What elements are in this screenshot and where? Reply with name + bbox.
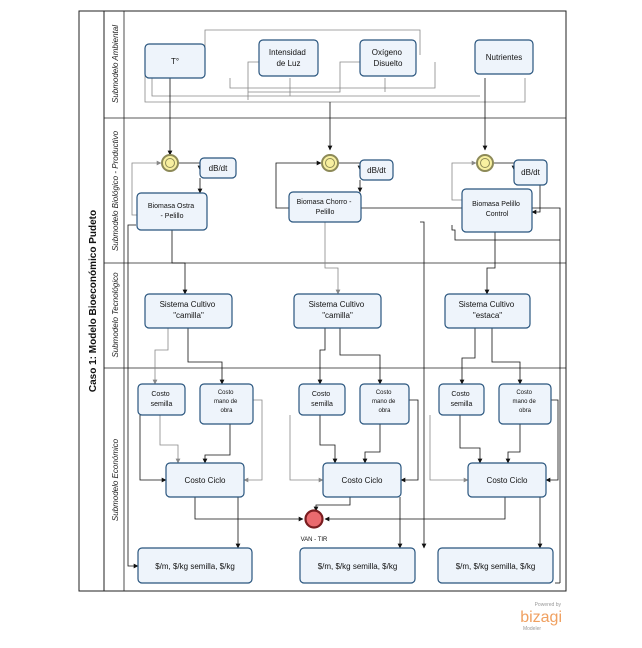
- task-sistema-1-label: Sistema Cultivo "camilla": [160, 300, 218, 320]
- task-dbdt-2-label: dB/dt: [367, 166, 386, 175]
- task-dbdt-2[interactable]: dB/dt: [359, 159, 394, 181]
- lane-biologico: Submodelo Biológico - Productivo: [111, 130, 120, 251]
- lane-ambiental: Submodelo Ambiental: [111, 25, 120, 103]
- task-salida-3[interactable]: $/m, $/kg semilla, $/kg: [437, 547, 554, 584]
- task-oxigeno-disuelto-label: Oxígeno Disuelto: [372, 48, 404, 68]
- connectors: [127, 29, 561, 584]
- task-salida-3-label: $/m, $/kg semilla, $/kg: [456, 562, 536, 571]
- task-salida-2[interactable]: $/m, $/kg semilla, $/kg: [299, 547, 416, 584]
- end-event-van-tir[interactable]: VAN - TIR: [301, 509, 328, 544]
- task-salida-1[interactable]: $/m, $/kg semilla, $/kg: [137, 547, 253, 584]
- task-biomasa-choro-pelillo[interactable]: Biomasa Chorro - Pelillo: [288, 191, 362, 223]
- task-costo-semilla-1[interactable]: Costo semilla: [137, 383, 186, 416]
- task-biomasa-ostra-label: Biomasa Ostra - Pelillo: [148, 203, 196, 220]
- task-dbdt-3-label: dB/dt: [521, 168, 540, 177]
- task-oxigeno-disuelto[interactable]: Oxígeno Disuelto: [359, 39, 417, 77]
- task-dbdt-1[interactable]: dB/dt: [199, 157, 237, 179]
- task-dbdt-3[interactable]: dB/dt: [513, 159, 548, 186]
- task-nutrientes-label: Nutrientes: [486, 53, 522, 62]
- task-sistema-2[interactable]: Sistema Cultivo "camilla": [293, 293, 382, 329]
- task-costo-mano-1-label: Costo mano de obra: [214, 390, 239, 414]
- task-sistema-3[interactable]: Sistema Cultivo "estaca": [444, 293, 531, 329]
- task-temperatura[interactable]: T°: [144, 43, 206, 79]
- task-dbdt-1-label: dB/dt: [209, 164, 228, 173]
- task-intensidad-luz[interactable]: Intensidad de Luz: [258, 39, 319, 77]
- task-salida-2-label: $/m, $/kg semilla, $/kg: [318, 562, 398, 571]
- task-costo-semilla-1-label: Costo semilla: [151, 391, 173, 408]
- gateway-3[interactable]: [476, 154, 494, 172]
- task-sistema-3-label: Sistema Cultivo "estaca": [459, 300, 517, 320]
- task-costo-mano-obra-3[interactable]: Costo mano de obra: [498, 383, 552, 425]
- task-costo-semilla-3[interactable]: Costo semilla: [438, 383, 485, 416]
- task-costo-ciclo-1-label: Costo Ciclo: [185, 476, 226, 485]
- task-costo-ciclo-2-label: Costo Ciclo: [342, 476, 383, 485]
- task-biomasa-choro-label: Biomasa Chorro - Pelillo: [297, 199, 354, 216]
- task-intensidad-luz-label: Intensidad de Luz: [269, 48, 308, 68]
- task-biomasa-control-label: Biomasa Pelillo Control: [472, 201, 522, 218]
- task-costo-ciclo-1[interactable]: Costo Ciclo: [165, 462, 245, 498]
- brand-sub: Modeler: [523, 626, 541, 632]
- powered-by-text: Powered by: [535, 602, 562, 608]
- gateway-2[interactable]: [321, 154, 339, 172]
- task-temperatura-label: T°: [171, 57, 179, 66]
- task-costo-semilla-3-label: Costo semilla: [451, 391, 473, 408]
- lane-economico: Submodelo Económico: [111, 438, 120, 521]
- pool-title: Caso 1: Modelo Bioeconómico Pudeto: [88, 210, 99, 392]
- task-biomasa-pelillo-control[interactable]: Biomasa Pelillo Control: [461, 188, 533, 233]
- task-costo-ciclo-3-label: Costo Ciclo: [487, 476, 528, 485]
- brand-name: bizagi: [520, 609, 562, 626]
- task-costo-mano-3-label: Costo mano de obra: [512, 390, 537, 414]
- task-sistema-2-label: Sistema Cultivo "camilla": [309, 300, 367, 320]
- lane-tecnologico: Submodelo Tecnológico: [111, 272, 120, 358]
- bizagi-logo: Powered by bizagi Modeler: [520, 602, 562, 632]
- task-salida-1-label: $/m, $/kg semilla, $/kg: [155, 562, 235, 571]
- task-biomasa-ostra-pelillo[interactable]: Biomasa Ostra - Pelillo: [136, 192, 208, 231]
- task-costo-ciclo-2[interactable]: Costo Ciclo: [322, 462, 402, 498]
- task-costo-mano-obra-2[interactable]: Costo mano de obra: [359, 383, 410, 425]
- task-costo-ciclo-3[interactable]: Costo Ciclo: [467, 462, 547, 498]
- task-sistema-1[interactable]: Sistema Cultivo "camilla": [144, 293, 233, 329]
- end-event-van-tir-label: VAN - TIR: [301, 537, 328, 543]
- task-costo-mano-obra-1[interactable]: Costo mano de obra: [199, 383, 254, 425]
- task-costo-semilla-2[interactable]: Costo semilla: [298, 383, 346, 416]
- task-costo-semilla-2-label: Costo semilla: [311, 391, 333, 408]
- task-costo-mano-2-label: Costo mano de obra: [372, 390, 397, 414]
- gateway-1[interactable]: [161, 154, 179, 172]
- task-nutrientes[interactable]: Nutrientes: [474, 39, 534, 75]
